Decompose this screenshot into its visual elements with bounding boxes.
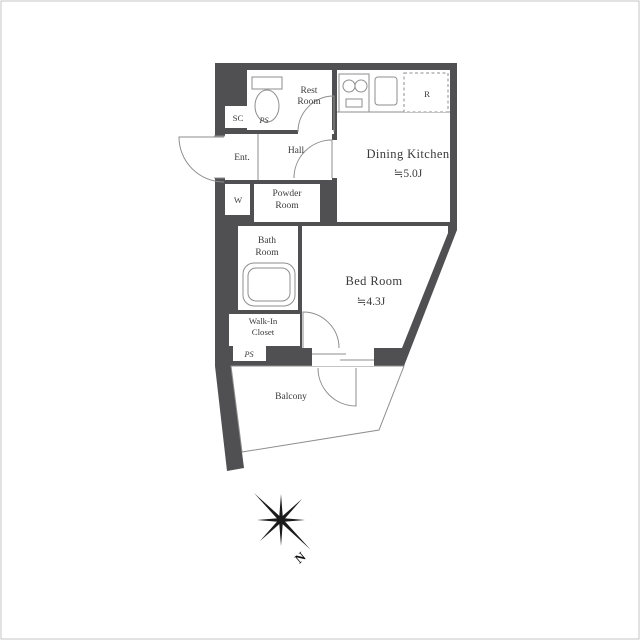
walk-in-closet-label-line2: Closet xyxy=(252,327,275,337)
ps-lower-label: PS xyxy=(243,350,253,359)
refrigerator-area xyxy=(403,72,449,113)
balcony-area xyxy=(230,365,405,453)
room-sc xyxy=(225,106,251,128)
bath-room-label-line1: Bath xyxy=(258,236,276,246)
room-ps-lower xyxy=(233,346,266,361)
balcony-label: Balcony xyxy=(275,392,307,402)
wall-left-leg xyxy=(215,366,244,471)
hall-dk-door-arc xyxy=(293,139,333,179)
dining-kitchen-size-label: ≒5.0J xyxy=(394,168,423,180)
hall-dk-door-opening xyxy=(332,140,337,178)
room-walk-in-closet xyxy=(229,314,300,346)
room-labels: Rest Room SC PS Ent. Hall Dining Kitchen… xyxy=(233,86,450,402)
sink-icon xyxy=(374,76,398,106)
fixtures xyxy=(178,72,450,407)
north-label: N xyxy=(292,548,309,566)
refrigerator-label: R xyxy=(424,89,430,99)
powder-room-label-line2: Room xyxy=(275,201,299,211)
ps-upper-label: PS xyxy=(258,116,268,125)
balcony-door-opening xyxy=(312,348,374,366)
bed-room-door-arc xyxy=(302,311,340,349)
toilet-icon xyxy=(251,76,283,123)
sc-label: SC xyxy=(233,113,244,123)
rooms xyxy=(214,70,450,366)
washer-label: W xyxy=(234,195,243,205)
sliding-door xyxy=(312,353,374,361)
rest-room-door-opening xyxy=(298,130,334,134)
entrance-opening xyxy=(214,136,225,178)
entrance-door-arc xyxy=(178,136,225,183)
rest-room-label-line2: Room xyxy=(297,97,321,107)
balcony-door-arc xyxy=(317,367,357,407)
balcony-outline xyxy=(230,365,405,453)
bathtub-icon xyxy=(242,262,296,307)
compass-star xyxy=(254,493,311,550)
room-ent-hall xyxy=(225,134,332,180)
door-arcs xyxy=(178,95,357,407)
room-ps-upper xyxy=(253,111,275,128)
stove-icon xyxy=(338,73,370,113)
rest-room-label-line1: Rest xyxy=(301,86,318,96)
rest-room-door-arc xyxy=(297,95,335,133)
ent-label: Ent. xyxy=(234,153,250,163)
room-powder xyxy=(254,184,320,222)
bed-room-size-label: ≒4.3J xyxy=(357,296,386,308)
powder-room-label-line1: Powder xyxy=(272,189,302,199)
bed-room-label: Bed Room xyxy=(345,274,402,288)
hall-label: Hall xyxy=(288,146,305,156)
room-washer xyxy=(225,184,250,215)
dining-kitchen-label: Dining Kitchen xyxy=(366,147,449,161)
room-bed-room xyxy=(302,226,448,348)
bath-room-label-line2: Room xyxy=(255,248,279,258)
walk-in-closet-label-line1: Walk-In xyxy=(249,316,278,326)
